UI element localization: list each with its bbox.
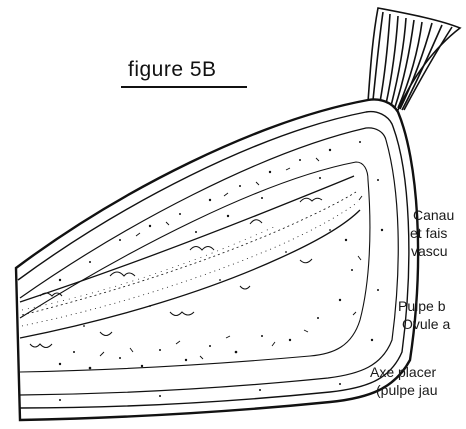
figure-title-underline <box>121 86 247 88</box>
stalk <box>368 8 460 110</box>
label-canaux-line-2: et fais <box>410 224 454 242</box>
label-canaux: Canau et fais vascu <box>413 206 454 260</box>
label-pulpe: Pulpe b Ovule a <box>398 297 450 333</box>
label-axe-line-2: (pulpe jau <box>376 381 438 399</box>
figure-title: figure 5B <box>128 58 217 82</box>
label-pulpe-line-2: Ovule a <box>402 315 450 333</box>
label-canaux-line-1: Canau <box>413 206 454 224</box>
label-canaux-line-3: vascu <box>411 242 454 260</box>
label-axe: Axe placer (pulpe jau <box>370 363 438 399</box>
label-pulpe-line-1: Pulpe b <box>398 297 450 315</box>
label-axe-line-1: Axe placer <box>370 363 438 381</box>
peel-outline <box>16 100 418 421</box>
